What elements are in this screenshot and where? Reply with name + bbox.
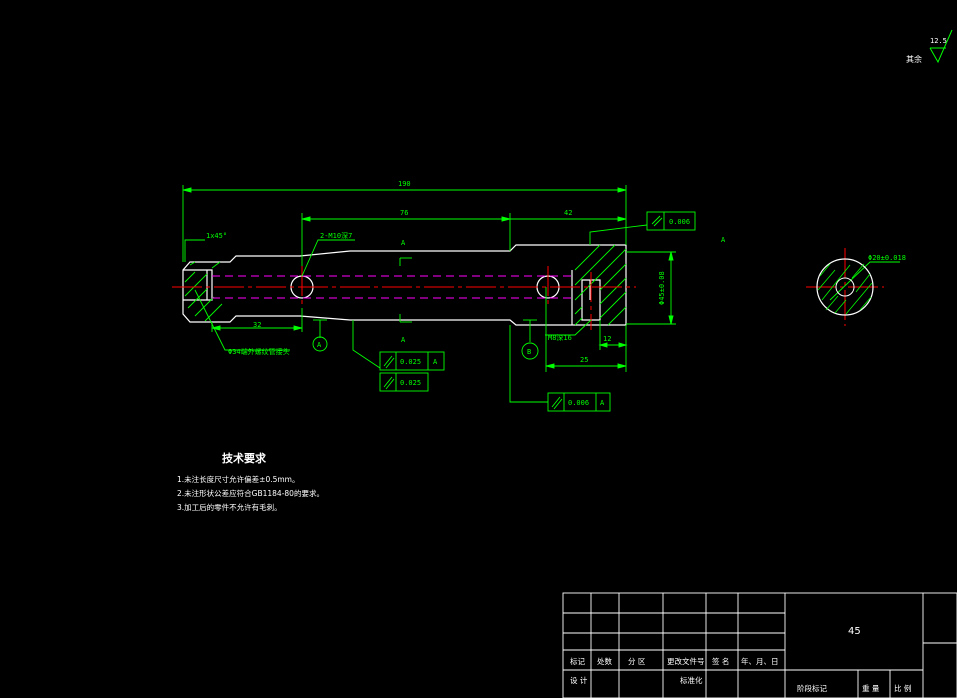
section-hatching xyxy=(184,244,627,326)
dim-ext-thread: Φ34端外螺纹管接头 xyxy=(228,347,290,356)
center-lines xyxy=(172,248,884,330)
tb-header-5: 年、月、日 xyxy=(741,656,779,666)
title-block xyxy=(562,592,957,698)
dim-holes: 2-M10深7 xyxy=(320,231,352,240)
datum-a: A xyxy=(312,336,328,352)
section-view-label: A xyxy=(721,236,726,244)
svg-text:0.006: 0.006 xyxy=(568,399,589,407)
tb-header-4: 签 名 xyxy=(712,656,729,666)
dim-12: 12 xyxy=(603,335,611,343)
tech-item-3: 3.加工后的零件不允许有毛刺。 xyxy=(177,502,282,512)
dim-section-dia: Φ20±0.018 xyxy=(868,254,906,262)
roughness-value: 12.5 xyxy=(930,37,947,45)
technical-requirements: 技术要求 1.未注长度尺寸允许偏差±0.5mm。 2.未注形状公差应符合GB11… xyxy=(177,451,324,512)
cut-a-top: A xyxy=(401,239,406,247)
dim-190: 190 xyxy=(398,180,411,188)
tech-item-2: 2.未注形状公差应符合GB1184-80的要求。 xyxy=(177,488,324,498)
tb-design: 设 计 xyxy=(570,675,588,685)
dim-42: 42 xyxy=(564,209,572,217)
dimension-lines xyxy=(182,185,900,403)
material-label: 45 xyxy=(848,626,861,637)
part-outline xyxy=(182,244,627,326)
svg-text:A: A xyxy=(600,399,605,407)
gdt-position: 0.025 A xyxy=(379,351,445,371)
svg-text:0.025: 0.025 xyxy=(400,358,421,366)
roughness-label: 其余 xyxy=(906,54,922,64)
section-view xyxy=(816,258,874,316)
tb-scale: 比 例 xyxy=(894,683,911,693)
dim-chamfer: 1x45° xyxy=(206,232,227,240)
tb-header-0: 标记 xyxy=(570,656,585,666)
dim-32: 32 xyxy=(253,321,261,329)
tb-header-2: 分 区 xyxy=(628,657,646,666)
tb-stage: 阶段标记 xyxy=(797,683,827,693)
svg-text:B: B xyxy=(527,348,531,356)
dim-dia-45: Φ45±0.08 xyxy=(658,271,666,305)
gdt-runout: 0.006 A xyxy=(547,392,611,412)
tb-header-3: 更改文件号 xyxy=(667,656,705,666)
dimension-texts: 190 76 42 32 25 12 1x45° 2-M10深7 M8深16 Φ… xyxy=(206,180,906,364)
hidden-lines xyxy=(212,275,572,299)
title-block-text: 45 标记 处数 分 区 更改文件号 签 名 年、月、日 设 计 标准化 阶段标… xyxy=(570,626,911,693)
gdt-perp: 0.025 xyxy=(379,372,429,392)
datum-b: B xyxy=(521,342,539,360)
tech-title: 技术要求 xyxy=(222,451,267,465)
tb-standard: 标准化 xyxy=(680,675,703,685)
tb-weight: 重 量 xyxy=(862,684,880,693)
dim-76: 76 xyxy=(400,209,408,217)
tb-header-1: 处数 xyxy=(597,656,612,666)
dim-25: 25 xyxy=(580,356,588,364)
section-labels: A A A xyxy=(401,236,726,344)
cut-a-bottom: A xyxy=(401,336,406,344)
svg-text:0.025: 0.025 xyxy=(400,379,421,387)
dim-thread: M8深16 xyxy=(548,333,572,342)
gdt-flatness: 0.006 xyxy=(646,211,696,231)
svg-text:A: A xyxy=(433,358,438,366)
tech-item-1: 1.未注长度尺寸允许偏差±0.5mm。 xyxy=(177,474,299,484)
roughness-symbol: 12.5 其余 xyxy=(906,29,953,64)
svg-text:0.006: 0.006 xyxy=(669,218,690,226)
svg-text:A: A xyxy=(317,341,322,349)
